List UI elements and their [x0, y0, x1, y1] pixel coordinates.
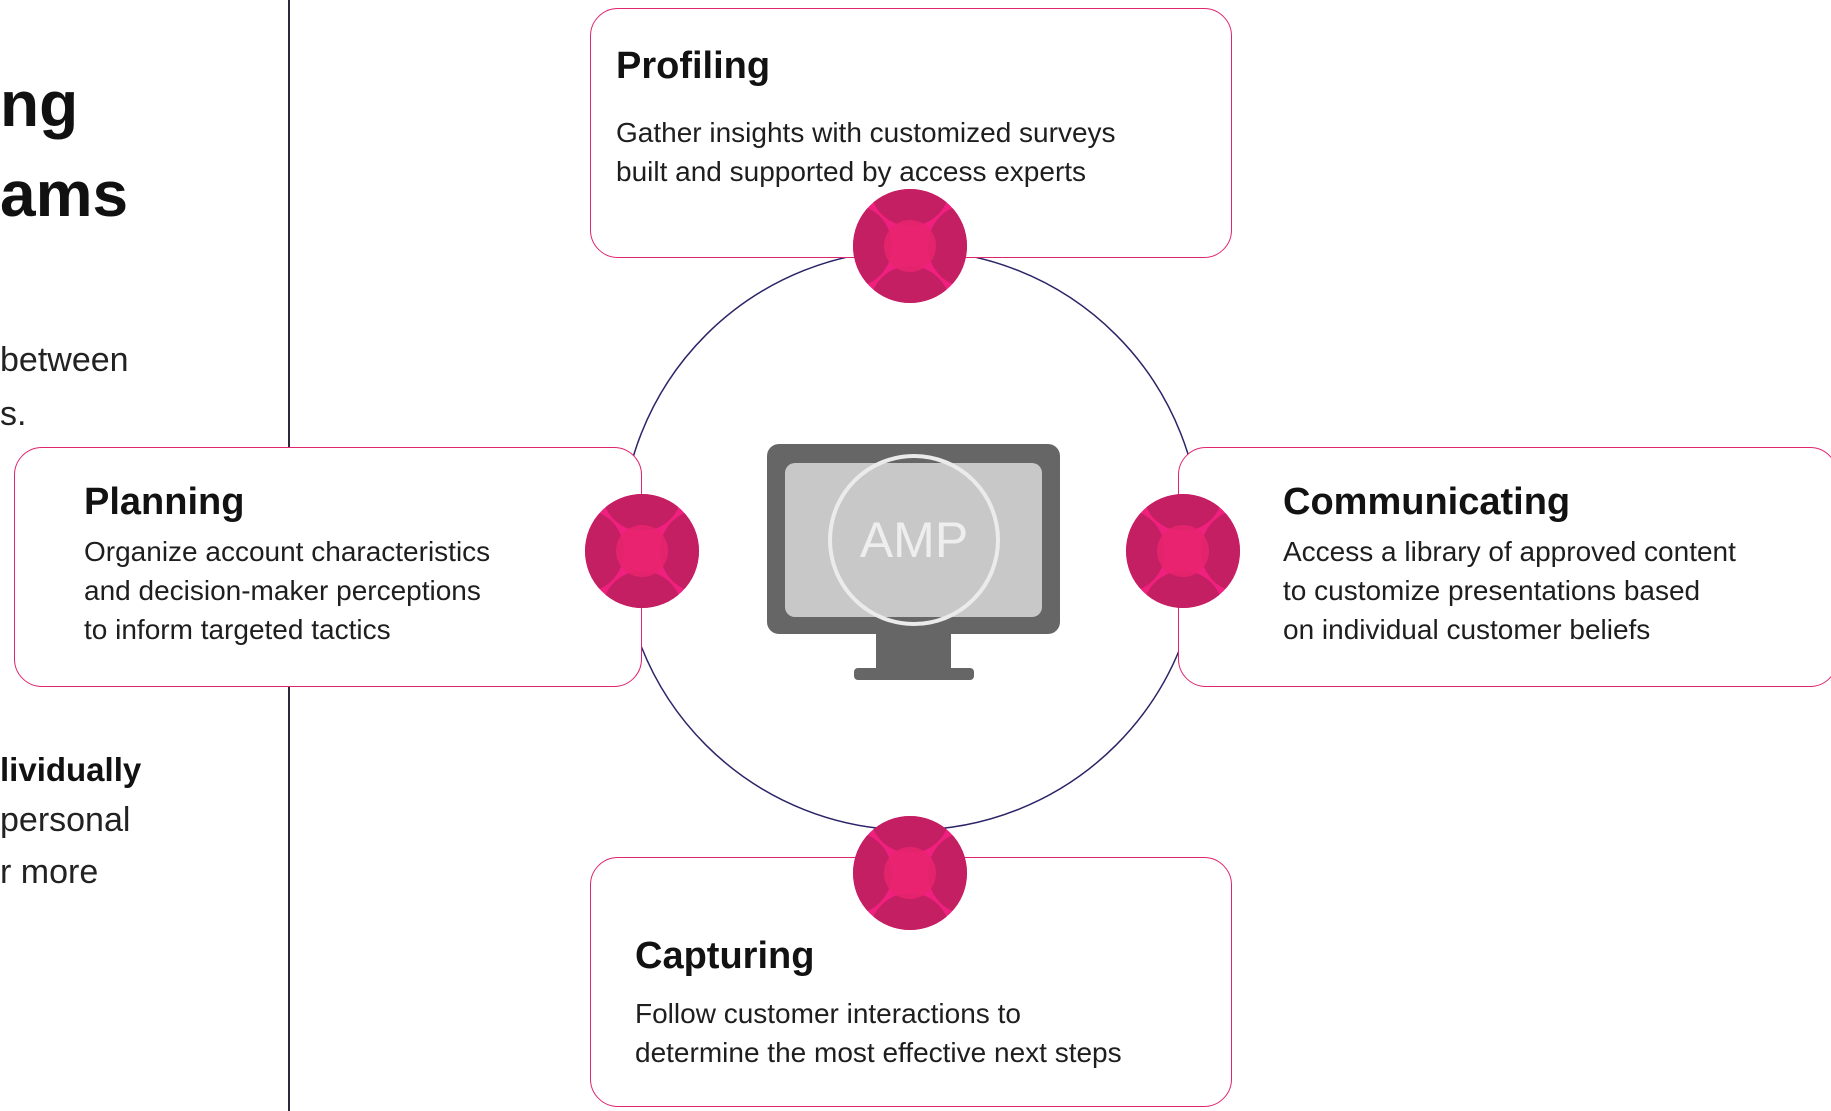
card-communicating: Communicating Access a library of approv… [1178, 447, 1831, 687]
accent-node-planning [585, 494, 699, 608]
card-communicating-title: Communicating [1283, 481, 1571, 523]
card-planning-line-2: and decision-maker perceptions [84, 575, 481, 606]
left-tail-fragment-2: r more [0, 853, 99, 891]
card-profiling-title: Profiling [616, 45, 771, 87]
amp-label: AMP [860, 512, 968, 568]
card-capturing-line-2: determine the most effective next steps [635, 1037, 1122, 1068]
card-communicating-line-1: Access a library of approved content [1283, 536, 1736, 567]
card-profiling-line-2: built and supported by access experts [616, 156, 1087, 187]
left-tail-fragment-1: personal [0, 801, 131, 839]
accent-node-communicating [1126, 494, 1240, 608]
left-title-fragment-1: ng [0, 68, 79, 140]
accent-node-profiling [853, 189, 967, 303]
accent-node-capturing [853, 816, 967, 930]
left-body-fragment-2: s. [0, 395, 27, 433]
left-body-fragment-1: between [0, 341, 129, 379]
card-communicating-line-2: to customize presentations based [1283, 575, 1701, 606]
card-communicating-line-3: on individual customer beliefs [1283, 614, 1651, 645]
card-planning-line-3: to inform targeted tactics [84, 614, 391, 645]
card-planning-title: Planning [84, 481, 245, 523]
left-bold-fragment: lividually [0, 751, 142, 788]
amp-badge-ring [828, 454, 1000, 626]
monitor-base [854, 668, 974, 680]
card-planning-line-1: Organize account characteristics [84, 536, 491, 567]
card-planning: Planning Organize account characteristic… [14, 447, 642, 687]
left-title-fragment-2: ams [0, 158, 129, 230]
card-capturing-title: Capturing [635, 935, 815, 977]
card-profiling-line-1: Gather insights with customized surveys [616, 117, 1116, 148]
monitor-icon: AMP [767, 444, 1060, 680]
card-capturing-line-1: Follow customer interactions to [635, 998, 1021, 1029]
monitor-screen [785, 463, 1042, 617]
monitor-neck [876, 634, 951, 672]
